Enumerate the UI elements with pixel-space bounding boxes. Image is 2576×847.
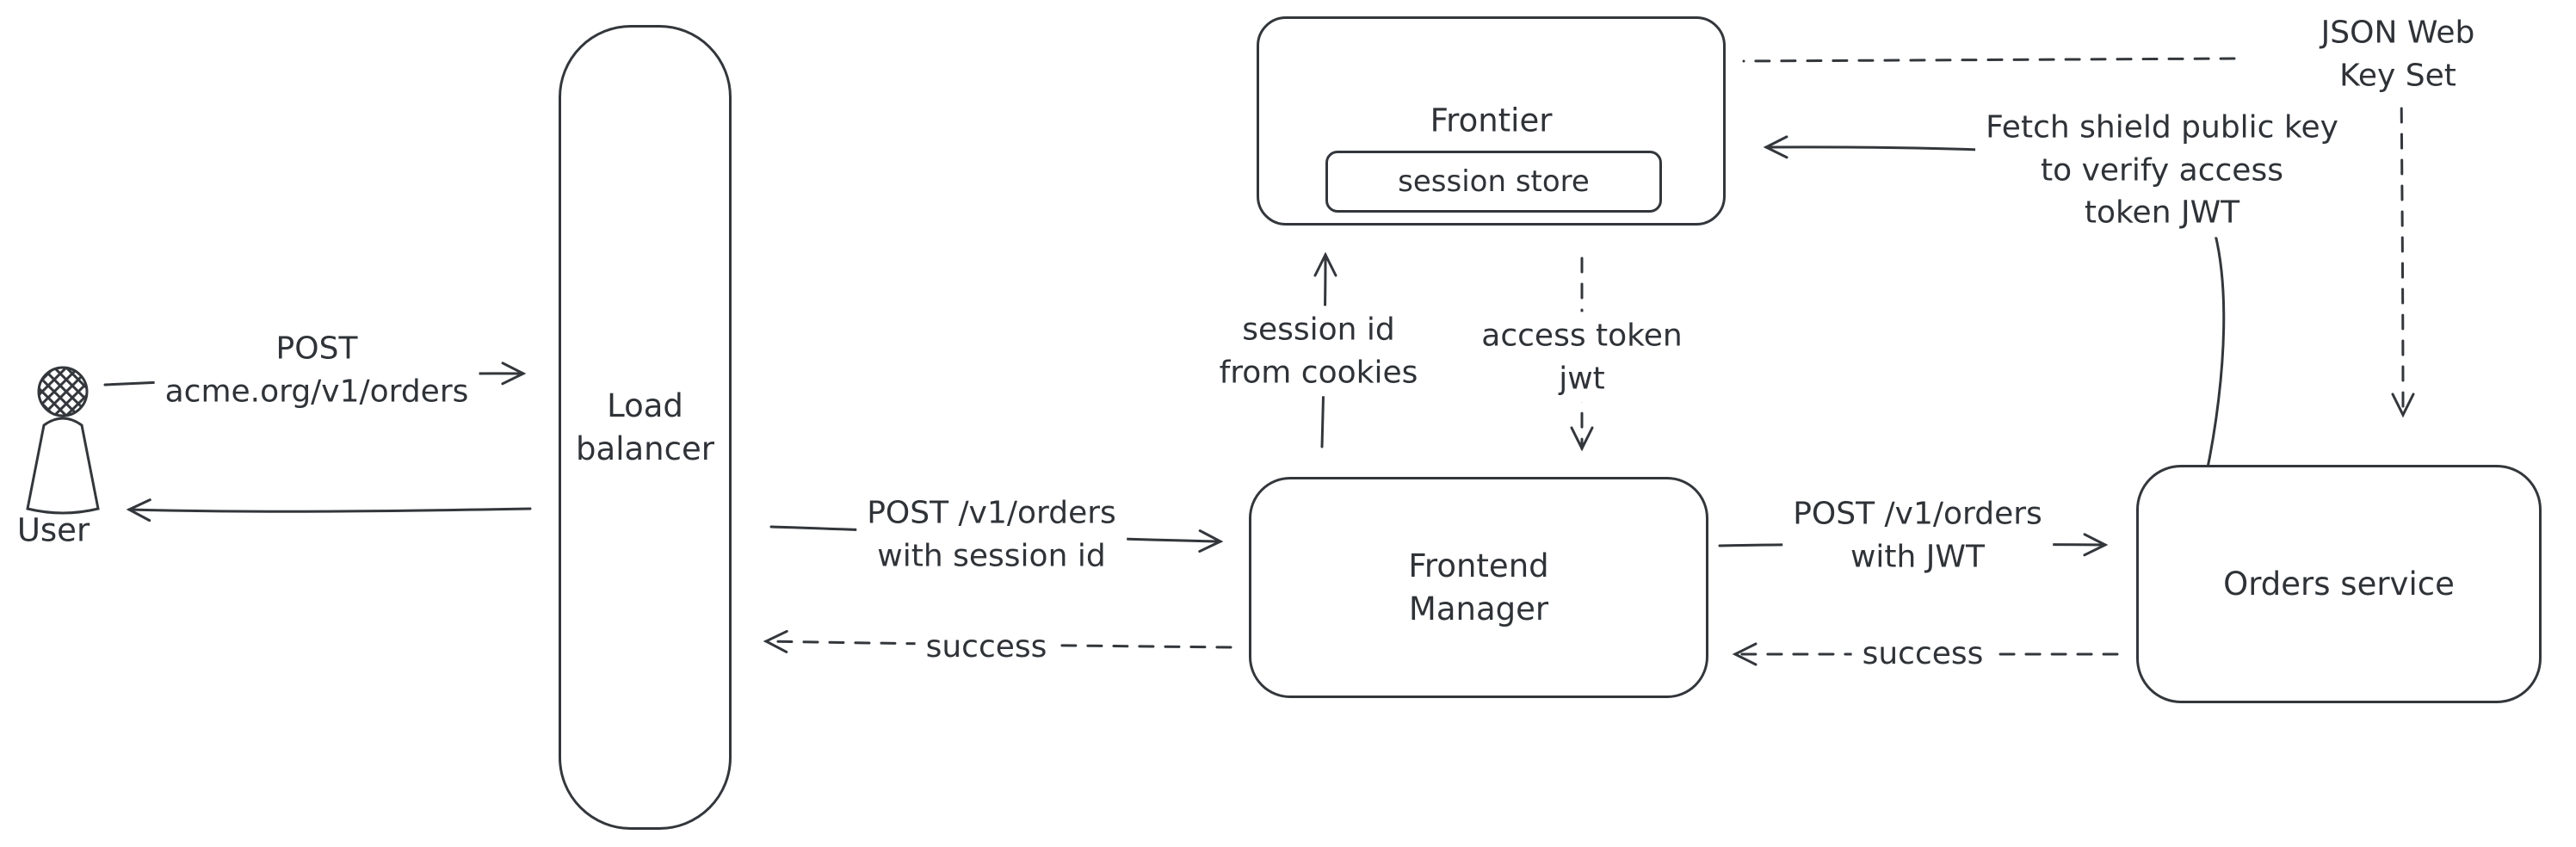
user-label: User [16, 511, 90, 549]
node-orders-service: Orders service [2136, 465, 2542, 703]
arrow-load-balancer-to-user [126, 498, 532, 522]
edge-label-post-orders-jwt: POST /v1/orders with JWT [1782, 490, 2053, 581]
edge-label-access-token-jwt: access token jwt [1471, 312, 1693, 403]
edge-label-json-web-key-set: JSON Web Key Set [2308, 9, 2487, 100]
load-balancer-label: Load balancer [576, 386, 714, 467]
session-store-label: session store [1398, 164, 1590, 199]
line-jwks-to-frontier [1742, 57, 2236, 63]
user-figure-head [37, 366, 89, 417]
node-frontend-manager: Frontend Manager [1249, 477, 1708, 698]
edge-label-success-load-balancer: success [915, 623, 1058, 671]
frontend-manager-label: Frontend Manager [1408, 547, 1549, 628]
user-figure-body [26, 417, 100, 515]
edge-label-post-orders-session: POST /v1/orders with session id [856, 489, 1127, 580]
arrow-jwks-to-orders-service [2391, 81, 2415, 418]
node-session-store: session store [1325, 151, 1662, 213]
edge-label-success-orders: success [1851, 630, 1994, 678]
node-frontier: Frontier session store [1257, 16, 1726, 226]
orders-service-label: Orders service [2223, 565, 2455, 603]
edge-label-fetch-shield-key: Fetch shield public key to verify access… [1975, 103, 2349, 238]
edge-label-session-id-cookies: session id from cookies [1208, 306, 1429, 397]
edge-label-post-acme-orders: POST acme.org/v1/orders [154, 325, 479, 416]
frontier-label: Frontier [1430, 102, 1553, 139]
node-load-balancer: Load balancer [559, 25, 732, 830]
